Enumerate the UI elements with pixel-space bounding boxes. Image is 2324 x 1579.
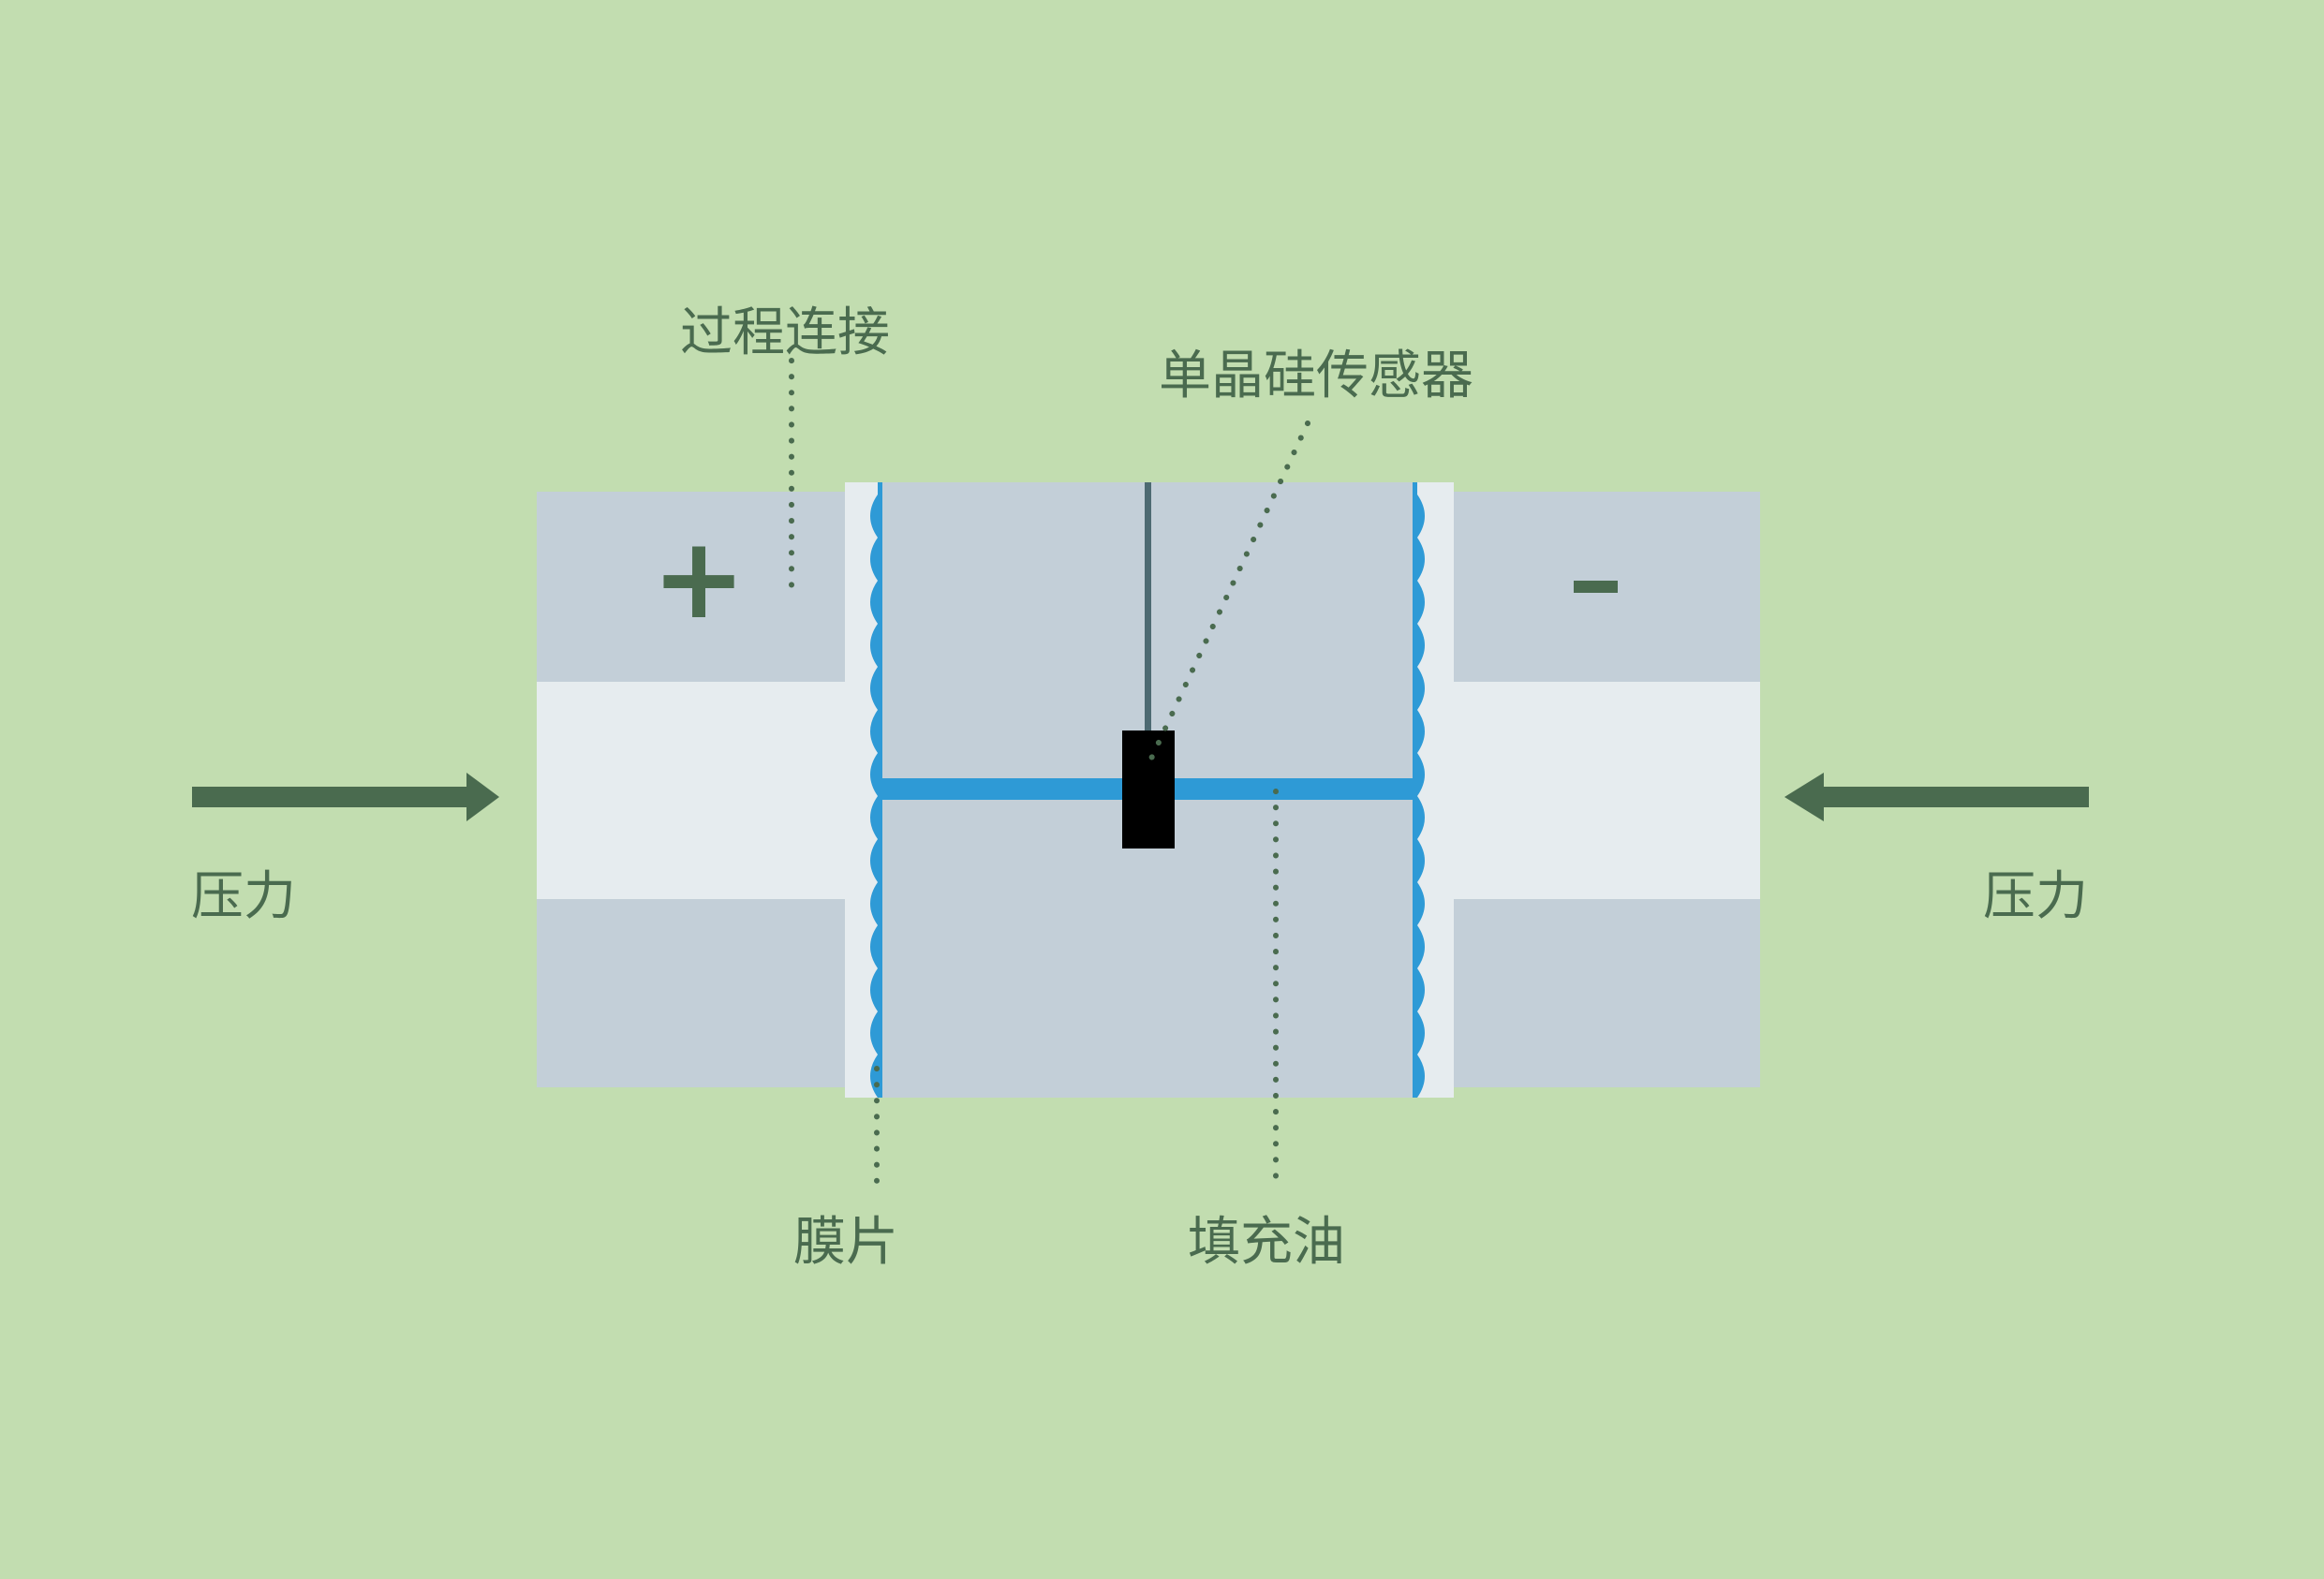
- minus-symbol: [1574, 581, 1618, 593]
- fill-oil-label: 填充油: [1188, 1212, 1345, 1273]
- left-flange-bottom: [537, 899, 846, 1087]
- arrow-left-icon: [1784, 773, 2089, 821]
- process-connection-label: 过程连接: [680, 303, 890, 363]
- left-flange: [537, 492, 846, 1087]
- right-diaphragm: [1413, 482, 1425, 1098]
- sensor-lead-wire: [1145, 482, 1151, 730]
- right-pressure-channel: [1453, 682, 1760, 899]
- sensor-leader: [1147, 421, 1310, 763]
- sensor-label: 单晶硅传感器: [1159, 346, 1473, 406]
- diaphragm-label: 膜片: [793, 1212, 898, 1273]
- pressure-right-label: 压力: [1983, 866, 2088, 927]
- plus-symbol: +: [652, 514, 747, 644]
- positive-side-symbol: +: [652, 514, 747, 644]
- pressure-left-label: 压力: [191, 866, 296, 927]
- arrow-right-icon: [192, 773, 499, 821]
- right-flange: [1453, 492, 1760, 1087]
- right-flange-bottom: [1453, 899, 1760, 1087]
- left-diaphragm: [870, 482, 882, 1098]
- left-pressure-channel: [537, 682, 846, 899]
- left-flange-top: [537, 492, 846, 682]
- silicon-sensor-chip: [1122, 730, 1175, 849]
